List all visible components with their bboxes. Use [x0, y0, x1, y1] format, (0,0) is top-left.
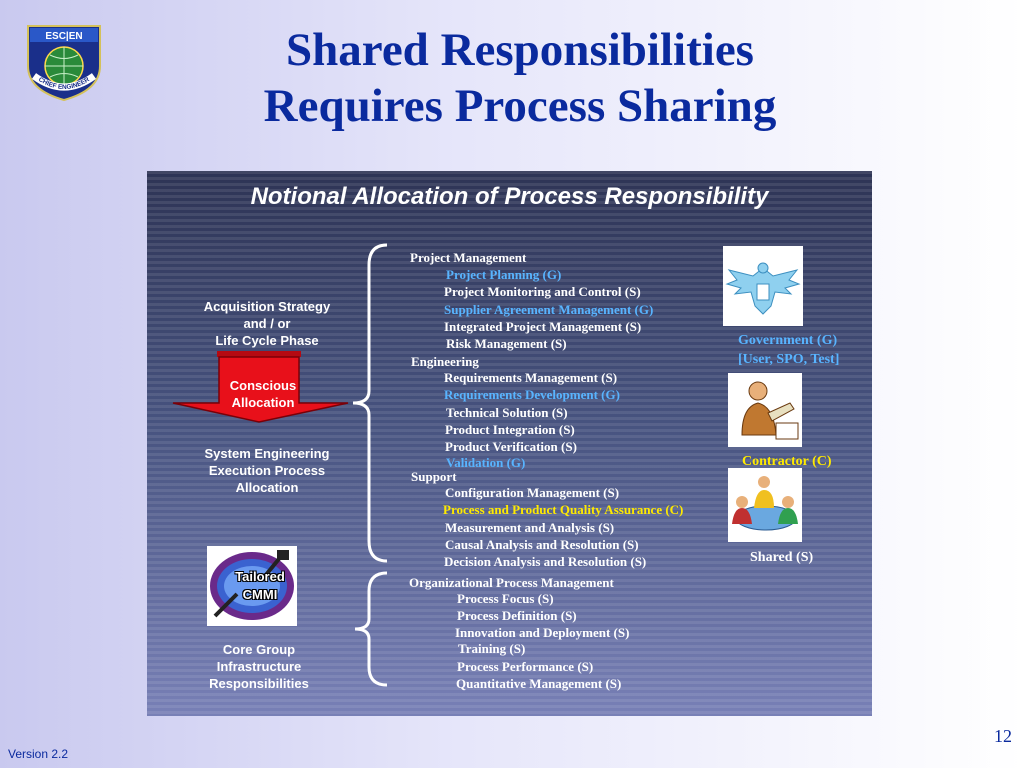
process-item: Risk Management (S): [446, 336, 567, 351]
process-item: Process and Product Quality Assurance (C…: [443, 502, 684, 517]
system-engineering-label: System Engineering Execution Process All…: [204, 446, 330, 495]
process-item: Project Management: [410, 250, 527, 265]
process-item: Project Monitoring and Control (S): [444, 284, 641, 299]
panel-title: Notional Allocation of Process Responsib…: [250, 183, 769, 210]
process-item: Supplier Agreement Management (G): [444, 302, 654, 317]
grouping-braces: [352, 243, 388, 687]
process-item: Project Planning (G): [446, 267, 562, 282]
core-group-label: Core Group Infrastructure Responsibiliti…: [209, 642, 309, 691]
process-item: Technical Solution (S): [446, 405, 568, 420]
esc-chief-engineer-logo: ESC|EN CHIEF ENGINEER: [27, 25, 101, 102]
tailored-cmmi-label: Tailored CMMI: [235, 569, 285, 602]
process-item: Integrated Project Management (S): [444, 319, 642, 334]
logo-top-text: ESC|EN: [45, 31, 82, 42]
process-item: Support: [411, 469, 457, 484]
page-number: 12: [994, 726, 1012, 746]
process-item: Training (S): [458, 641, 526, 656]
process-item: Process Focus (S): [457, 591, 554, 606]
title-line-2: Requires Process Sharing: [263, 80, 777, 132]
conscious-allocation-arrow: [172, 351, 349, 423]
process-item: Validation (G): [446, 455, 526, 470]
process-item: Product Integration (S): [445, 422, 575, 437]
process-item: Engineering: [411, 354, 479, 369]
process-item: Configuration Management (S): [445, 485, 620, 500]
process-item: Innovation and Deployment (S): [455, 625, 630, 640]
contractor-person-icon: [728, 373, 802, 447]
process-item: Product Verification (S): [445, 439, 577, 454]
process-item: Organizational Process Management: [409, 575, 614, 590]
cmmi-badge-icon: [207, 546, 297, 626]
process-item: Causal Analysis and Resolution (S): [445, 537, 639, 552]
process-item: Requirements Development (G): [444, 387, 620, 402]
process-item: Process Definition (S): [457, 608, 577, 623]
conscious-allocation-label: Conscious Allocation: [229, 378, 297, 410]
title-line-1: Shared Responsibilities: [286, 24, 754, 76]
contractor-legend: Contractor (C): [742, 454, 832, 469]
shared-legend: Shared (S): [750, 550, 814, 565]
version-label: Version 2.2: [8, 747, 69, 761]
eagle-seal-icon: [723, 246, 803, 326]
government-legend: Government (G) [User, SPO, Test]: [738, 333, 840, 367]
process-item: Process Performance (S): [457, 659, 594, 674]
process-item: Quantitative Management (S): [456, 676, 622, 691]
process-item: Decision Analysis and Resolution (S): [444, 554, 647, 569]
process-item: Measurement and Analysis (S): [445, 520, 615, 535]
slide-title: Shared Responsibilities Requires Process…: [150, 22, 890, 134]
shared-meeting-icon: [728, 468, 802, 542]
allocation-panel: Notional Allocation of Process Responsib…: [147, 171, 872, 716]
process-item: Requirements Management (S): [444, 370, 618, 385]
acquisition-strategy-label: Acquisition Strategy and / or Life Cycle…: [203, 299, 331, 348]
